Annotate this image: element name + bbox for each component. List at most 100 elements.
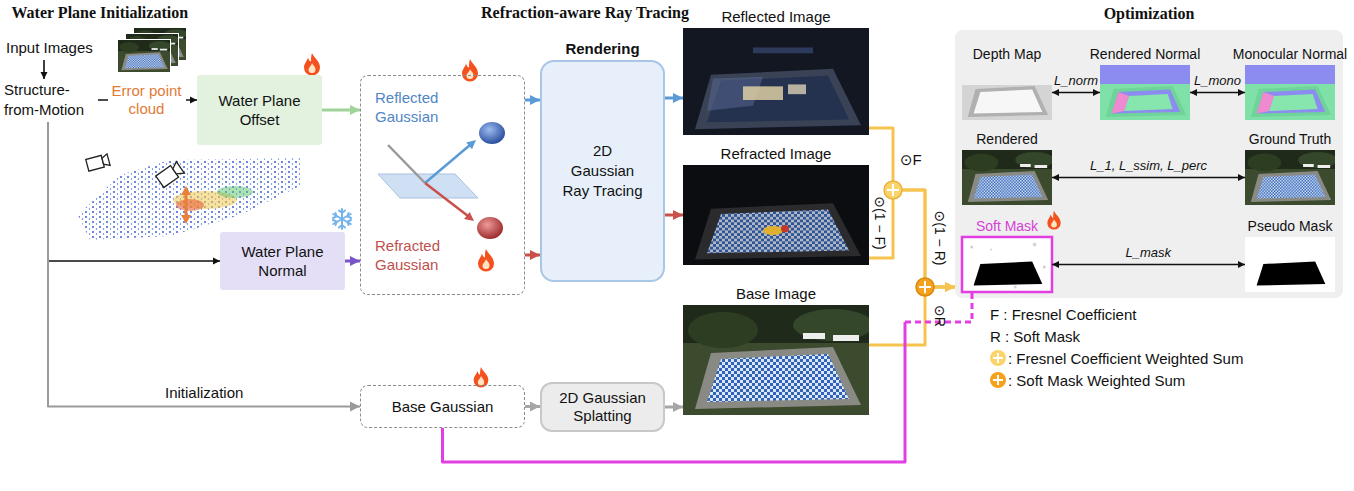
trainable-icon [462,59,478,82]
edge-label: ⊙F [900,151,922,169]
arrow-head [41,72,48,79]
arrow-head [1190,89,1197,96]
legend-swatch [990,372,1006,388]
image-panel: Soft Mask [962,237,1052,292]
image-panel: Refracted Image [683,165,869,265]
legend-text: R : Soft Mask [990,328,1080,345]
node-text: Refracted Gaussian [375,236,455,274]
node-label: Reflected Gaussian [375,88,455,126]
connector [322,105,360,115]
arrow-head [673,402,683,412]
node-label: Depth Map [973,46,1041,62]
connector-line [1190,92,1245,93]
connector [665,210,683,220]
arrow-head [945,282,955,292]
legend: F : Fresnel CoefficientR : Soft Mask: Fr… [990,303,1243,391]
legend-text: : Soft Mask Weighted Sum [1008,372,1185,389]
connector [525,250,540,260]
edge-label: L_1, L_ssim, L_perc [1090,158,1207,173]
node-label: 2D Gaussian Splatting [553,389,653,425]
rendered-images [683,28,873,415]
connector [41,60,48,79]
text-node: Structure-from-Motion [4,80,96,120]
connector [869,190,955,292]
arrow-head [673,210,683,220]
node-label: Refracted Image [721,145,832,162]
connector-line [869,128,955,287]
node-label: Rendered [976,131,1038,147]
frozen-icon [333,209,351,229]
node-label: Optimization [1104,5,1195,23]
node-label: Structure-from-Motion [4,80,96,120]
node-label: Base Image [736,285,816,302]
arrow-head [530,402,540,412]
arrow-head [530,250,540,260]
connector [869,282,955,345]
edge-label: ⊙(1 − F) [871,196,887,249]
legend-text: : Fresnel Coefficient Weighted Sum [1008,350,1243,367]
image-panel: Rendered Normal [1100,65,1190,120]
arrow-head [1052,261,1059,268]
section-title: Refraction-aware Ray Tracing [481,4,689,22]
edge-label: L_mono [1194,73,1241,88]
legend-row: R : Soft Mask [990,325,1243,347]
arrow-head [1238,261,1245,268]
connector [525,402,540,412]
swatch-bar [997,375,999,385]
text-node: Input Images [6,38,102,58]
section-title: Water Plane Initialization [12,4,189,22]
node-label: Water Plane Normal [227,242,338,280]
edge-label: Error point cloud [108,82,186,118]
image-panel: Rendered [962,150,1052,205]
legend-row: : Fresnel Coefficient Weighted Sum [990,347,1243,369]
swatch-bar [997,353,999,363]
connector-line [443,322,906,462]
renderer-box: 2D Gaussian Splatting [540,382,665,432]
node-label: Rendering [565,40,639,57]
connector [665,93,683,103]
node-label: Base Gaussian [392,398,494,415]
connector-line [1052,264,1245,265]
node-label: Rendered Normal [1090,46,1201,62]
arrow-head [945,282,955,292]
edge-label: Initialization [165,384,243,401]
edge-label: ⊙R [932,305,948,327]
node-label: Input Images [6,38,102,58]
connector-line [48,122,360,407]
edge-label: L_norm [1054,73,1098,88]
arrow-head [1238,174,1245,181]
connector-line [1052,92,1100,93]
input-thumbnails [117,27,187,73]
weight-label: ⊙(1 − R) [932,211,948,266]
process-box: Water Plane Offset [197,75,322,145]
connector [345,256,360,266]
arrow-head [1238,89,1245,96]
connector [1052,89,1100,96]
image-panel: Reflected Image [683,28,869,135]
connector [1052,261,1245,268]
trainable-icon [478,249,494,272]
connector [443,293,973,462]
arrow-head [350,402,360,412]
connector [525,95,540,105]
arrow-head [1052,89,1059,96]
connector [1052,174,1245,181]
renderer-box: Rendering2D Gaussian Ray Tracing [540,60,665,282]
arrow-head [190,97,197,104]
legend-row: : Soft Mask Weighted Sum [990,369,1243,391]
image-panel: Monocular Normal [1245,65,1335,120]
process-box: Water Plane Normal [220,232,345,290]
optimization-panel [955,30,1343,298]
arrow-head [350,256,360,266]
connector [48,122,220,265]
legend-swatch [990,350,1006,366]
connector-line [869,287,955,345]
reflection-sketch [378,122,505,239]
node-label: Water Plane Offset [204,91,315,129]
trainable-icon [1047,211,1060,230]
arrow-head [350,105,360,115]
connector [665,402,683,412]
connector-line [48,122,220,261]
connector [1190,89,1245,96]
